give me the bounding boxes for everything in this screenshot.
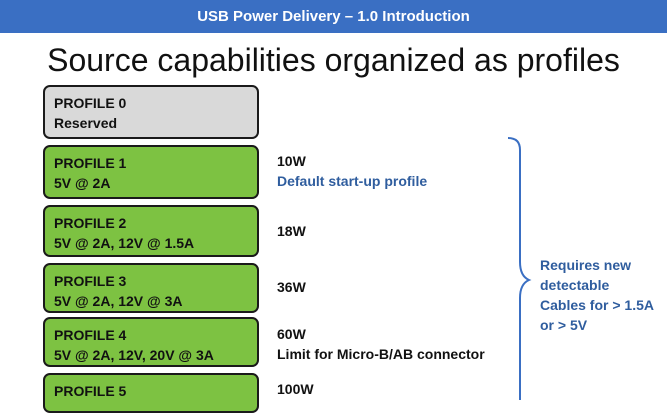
slide-title: Source capabilities organized as profile… bbox=[47, 42, 620, 78]
header-title: USB Power Delivery – 1.0 Introduction bbox=[197, 8, 470, 25]
profile-spec: 5V @ 2A bbox=[54, 175, 111, 191]
profile-note: Default start-up profile bbox=[277, 173, 428, 189]
profile-watt: 100W bbox=[277, 381, 314, 397]
curly-brace-icon bbox=[507, 137, 532, 400]
profile-spec: 5V @ 2A, 12V @ 3A bbox=[54, 293, 183, 309]
profile-name: PROFILE 4 bbox=[54, 327, 127, 343]
brace-note-line: Cables for > 1.5A bbox=[540, 297, 654, 313]
slide-header: USB Power Delivery – 1.0 Introduction bbox=[0, 0, 667, 33]
profile-4-info: 60W Limit for Micro-B/AB connector bbox=[277, 324, 485, 364]
profile-watt: 60W bbox=[277, 326, 306, 342]
profile-box-4: PROFILE 4 5V @ 2A, 12V, 20V @ 3A bbox=[43, 317, 259, 367]
profile-name: PROFILE 1 bbox=[54, 155, 127, 171]
profile-name: PROFILE 2 bbox=[54, 215, 127, 231]
profile-name: PROFILE 3 bbox=[54, 273, 127, 289]
profile-box-1: PROFILE 1 5V @ 2A bbox=[43, 145, 259, 199]
profile-box-5: PROFILE 5 bbox=[43, 373, 259, 413]
profile-spec: 5V @ 2A, 12V, 20V @ 3A bbox=[54, 347, 214, 363]
brace-note-line: or > 5V bbox=[540, 317, 588, 333]
brace-note: Requires new detectable Cables for > 1.5… bbox=[540, 255, 665, 335]
profile-spec: 5V @ 2A, 12V @ 1.5A bbox=[54, 235, 195, 251]
profile-watt: 18W bbox=[277, 223, 306, 239]
profile-5-info: 100W bbox=[277, 379, 314, 399]
brace-note-line: detectable bbox=[540, 277, 610, 293]
profile-1-info: 10W Default start-up profile bbox=[277, 151, 427, 191]
brace-note-line: Requires new bbox=[540, 257, 632, 273]
profile-watt: 36W bbox=[277, 279, 306, 295]
profile-box-2: PROFILE 2 5V @ 2A, 12V @ 1.5A bbox=[43, 205, 259, 257]
profile-name: PROFILE 5 bbox=[54, 383, 127, 399]
profile-watt: 10W bbox=[277, 153, 306, 169]
profile-3-info: 36W bbox=[277, 277, 306, 297]
profile-2-info: 18W bbox=[277, 221, 306, 241]
profile-box-0: PROFILE 0 Reserved bbox=[43, 85, 259, 139]
profile-spec: Reserved bbox=[54, 115, 118, 131]
profile-box-3: PROFILE 3 5V @ 2A, 12V @ 3A bbox=[43, 263, 259, 313]
profile-name: PROFILE 0 bbox=[54, 95, 127, 111]
profile-note: Limit for Micro-B/AB connector bbox=[277, 346, 485, 362]
